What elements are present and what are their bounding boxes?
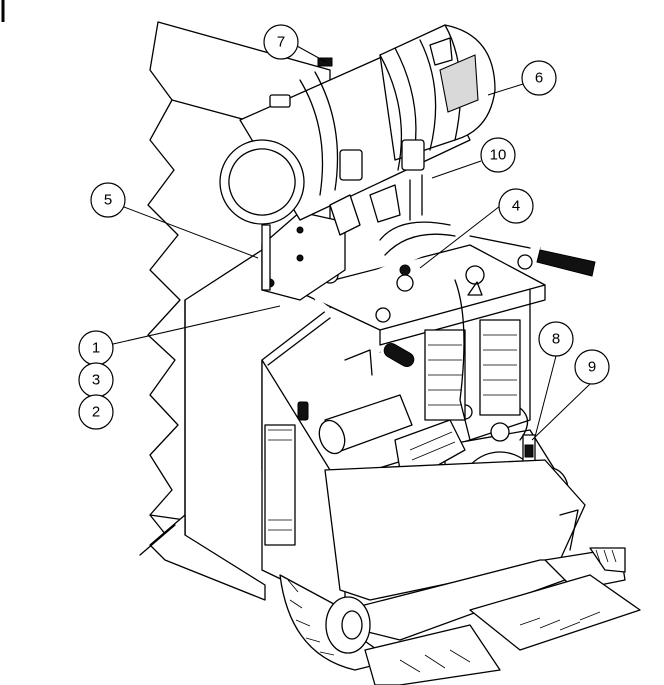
leader-9	[531, 383, 591, 441]
callout-6-label: 6	[535, 70, 543, 87]
callout-2: 2	[78, 394, 114, 430]
lower-frame	[279, 459, 641, 685]
callout-10-label: 10	[490, 147, 507, 164]
leader-6	[487, 83, 524, 96]
callout-5-label: 5	[104, 192, 112, 209]
callout-3: 3	[78, 362, 114, 398]
bracket-plate	[261, 211, 346, 301]
leader-4	[419, 205, 501, 269]
callout-8: 8	[538, 321, 574, 357]
leader-10	[431, 160, 482, 179]
handlebar-assembly	[313, 221, 596, 367]
callout-2-label: 2	[92, 404, 100, 421]
callout-8-label: 8	[552, 331, 560, 348]
callout-1: 1	[78, 330, 114, 366]
callout-5: 5	[90, 182, 126, 218]
callout-4: 4	[498, 188, 534, 224]
callout-9-label: 9	[588, 359, 596, 376]
callout-4-label: 4	[512, 198, 520, 215]
callout-9: 9	[574, 349, 610, 385]
callout-1-label: 1	[92, 340, 100, 357]
fan-cyclone-housing	[219, 24, 496, 236]
callout-7: 7	[263, 24, 299, 60]
callout-6: 6	[521, 60, 557, 96]
leader-5	[123, 206, 259, 259]
leader-8	[534, 355, 557, 438]
leader-lines	[112, 45, 591, 441]
callout-7-label: 7	[277, 34, 285, 51]
leader-1	[112, 305, 281, 345]
leader-7	[296, 45, 327, 63]
callout-3-label: 3	[92, 372, 100, 389]
callout-10: 10	[480, 137, 516, 173]
